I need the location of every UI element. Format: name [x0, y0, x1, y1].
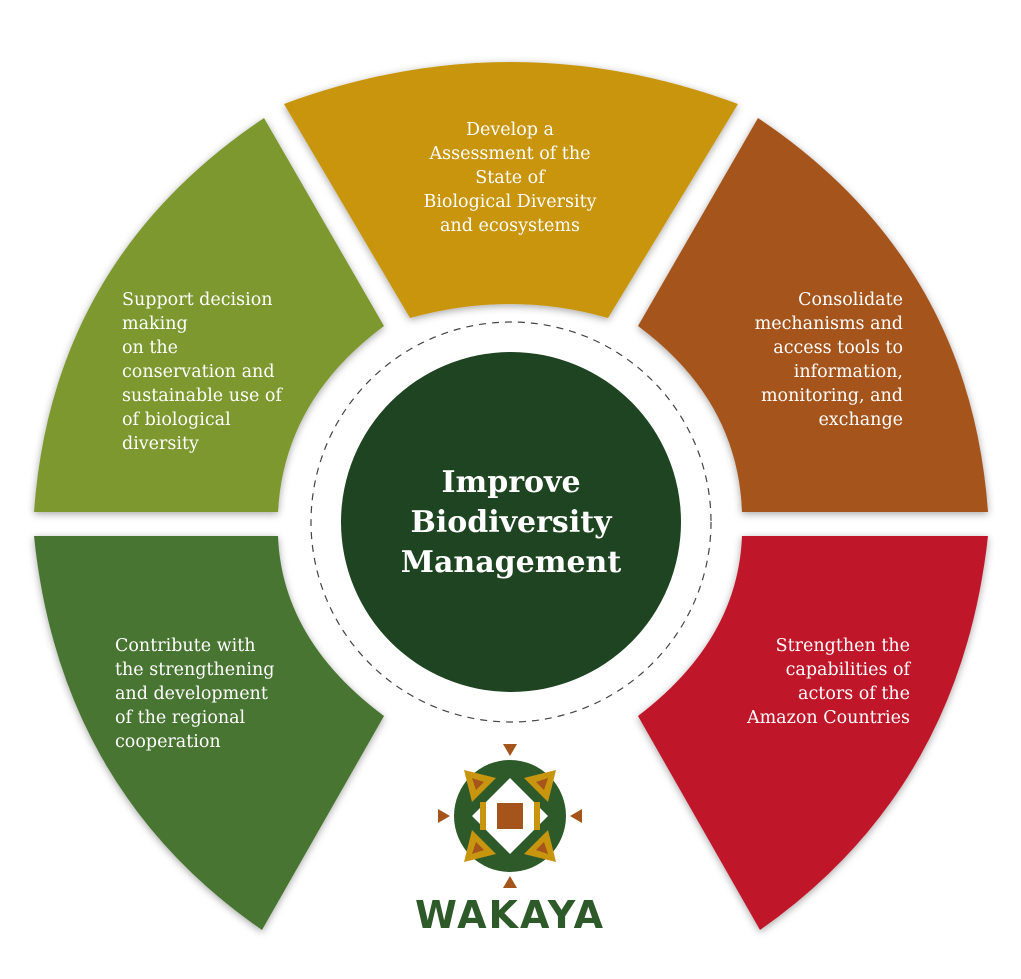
segment-line: exchange: [818, 410, 903, 430]
segment-upper-right: Consolidate mechanisms and access tools to…: [638, 118, 988, 512]
segment-line: of biological: [122, 410, 231, 430]
segment-line: Consolidate: [798, 290, 903, 310]
logo-inner-br: [536, 842, 548, 854]
segment-line: Biological Diversity: [423, 192, 596, 212]
segment-shape-lower-left: [34, 536, 384, 930]
segment-line: diversity: [122, 434, 199, 454]
segment-line: monitoring, and: [761, 386, 903, 406]
segment-line: Strengthen the: [776, 636, 910, 656]
segment-line: Assessment of the: [429, 144, 591, 164]
segment-line: the strengthening: [115, 660, 274, 680]
segment-text-upper-right: Consolidate mechanisms and access tools to…: [755, 290, 903, 430]
center-title-line: Biodiversity: [410, 505, 613, 540]
logo-inner-tr: [536, 778, 548, 790]
segment-text-lower-left: Contribute with the strengthening and deve…: [115, 636, 274, 752]
segment-line: sustainable use of: [122, 386, 283, 406]
logo-triangle-left: [438, 809, 450, 823]
logo-triangle-top: [503, 744, 517, 756]
segment-line: access tools to: [773, 338, 903, 358]
segment-line: Support decision: [122, 290, 273, 310]
logo-inner-bl: [472, 842, 484, 854]
segment-line: Contribute with: [115, 636, 256, 656]
center-title-line: Management: [401, 545, 622, 580]
segment-line: and development: [115, 684, 268, 704]
segment-lower-right: Strengthen the capabilities of actors of t…: [638, 536, 988, 930]
segment-line: Develop a: [466, 120, 554, 140]
segment-text-lower-right: Strengthen the capabilities of actors of t…: [746, 636, 912, 728]
logo-center-square: [497, 803, 523, 829]
segment-line: capabilities of: [786, 660, 912, 680]
segment-line: information,: [794, 362, 903, 382]
segment-upper-left: Support decision making on the conservation…: [34, 118, 384, 512]
logo-wordmark: WAKAYA: [415, 893, 605, 937]
segment-line: of the regional: [115, 708, 246, 728]
segment-line: cooperation: [115, 732, 221, 752]
segment-lower-left: Contribute with the strengthening and deve…: [34, 536, 384, 930]
center-circle: [341, 352, 681, 692]
segment-line: Amazon Countries: [746, 708, 910, 728]
segment-shape-lower-right: [638, 536, 988, 930]
segment-line: making: [122, 314, 188, 334]
logo-inner-tl: [472, 778, 484, 790]
segment-shape-upper-left: [34, 118, 384, 512]
segment-line: State of: [475, 168, 546, 188]
logo-triangle-bottom: [503, 876, 517, 888]
logo-triangle-right: [570, 809, 582, 823]
segment-text-upper-left: Support decision making on the conservation…: [122, 290, 283, 454]
segment-shape-top: [284, 62, 738, 318]
dashed-ring: [310, 321, 712, 723]
logo-bar-left: [480, 802, 486, 830]
segment-line: conservation and: [122, 362, 275, 382]
segment-line: and ecosystems: [440, 216, 580, 236]
center-title-line: Improve: [441, 465, 580, 500]
logo-bar-right: [534, 802, 540, 830]
segment-line: mechanisms and: [755, 314, 903, 334]
segment-line: on the: [122, 338, 178, 358]
wakaya-logo: WAKAYA: [415, 744, 605, 937]
segment-shape-upper-right: [638, 118, 988, 512]
segment-line: actors of the: [798, 684, 910, 704]
